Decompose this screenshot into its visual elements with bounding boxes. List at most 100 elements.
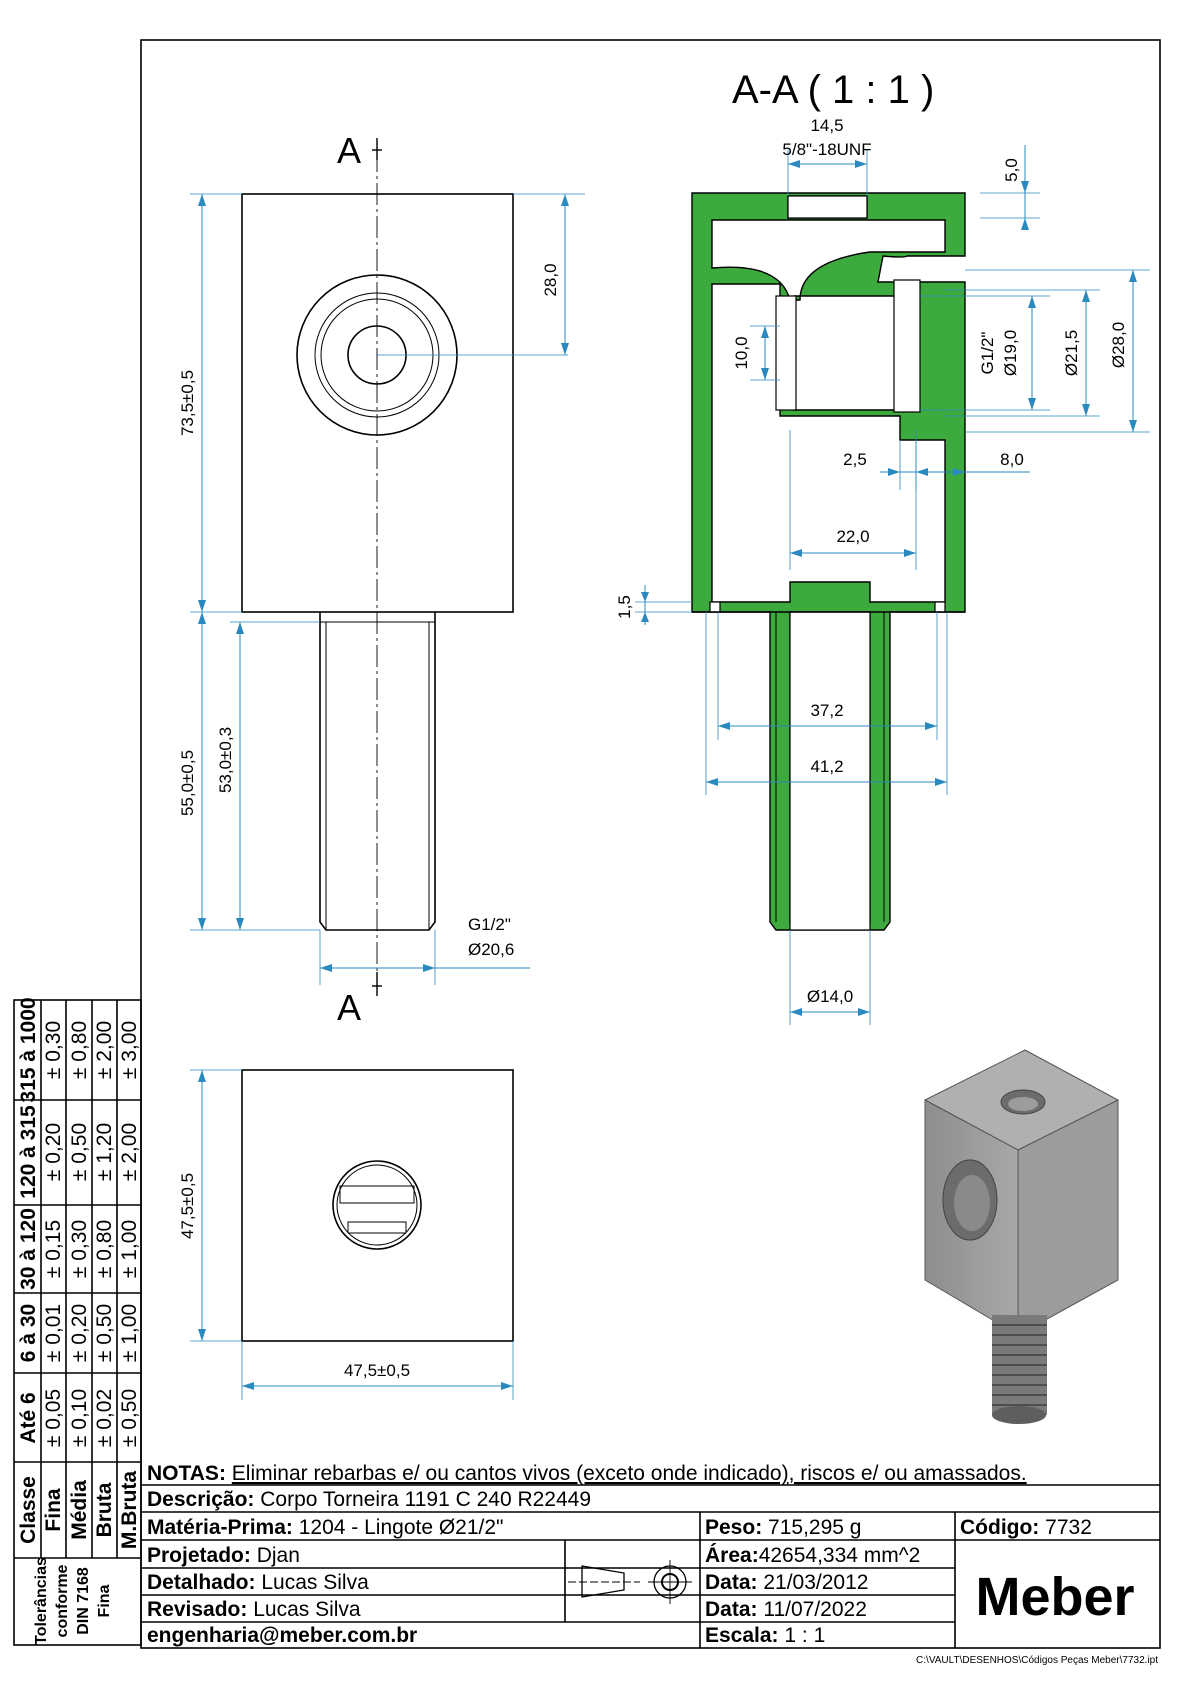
dim-front-53: 53,0±0,3	[216, 727, 235, 793]
escala: Escala: 1 : 1	[705, 1624, 825, 1647]
tol-class-media: Média	[68, 1480, 91, 1540]
tol-cell: ± 1,20	[93, 1123, 116, 1181]
dim-front-total: 73,5±0,5	[178, 370, 197, 436]
tol-class-mbruta: M.Bruta	[118, 1471, 141, 1549]
tol-cell: ± 2,00	[118, 1123, 141, 1181]
tolerance-table: Classe Até 6 6 à 30 30 à 120 120 à 315 3…	[13, 997, 142, 1646]
top-view: 47,5±0,5 47,5±0,5	[178, 1069, 514, 1400]
materia: Matéria-Prima: 1204 - Lingote Ø21/2"	[147, 1516, 504, 1539]
dim-thread-spec: G1/2"	[468, 915, 511, 934]
codigo: Código: 7732	[960, 1516, 1092, 1539]
section-mark-top: A	[337, 130, 361, 171]
inner-bore-step	[775, 295, 797, 411]
tol-class-fina: Fina	[42, 1488, 65, 1531]
dim-sec-10: 10,0	[732, 336, 751, 369]
dim-sec-15: 1,5	[615, 595, 634, 619]
tol-footer-line1: Tolerâncias	[33, 1557, 50, 1645]
dim-arrows	[1021, 181, 1029, 230]
codigo-value: 7732	[1045, 1516, 1092, 1539]
projection-symbol-icon	[568, 1560, 692, 1604]
tol-header-ate6: Até 6	[17, 1392, 40, 1443]
materia-label: Matéria-Prima:	[147, 1516, 293, 1539]
iso-top-hole-inner	[1008, 1097, 1038, 1111]
dim-arrows	[320, 964, 435, 972]
escala-label: Escala:	[705, 1624, 779, 1647]
dim-arrows	[953, 468, 965, 476]
tol-cell: ± 0,30	[68, 1220, 91, 1278]
tol-cell: ± 0,30	[42, 1021, 65, 1079]
tol-class-bruta: Bruta	[93, 1482, 116, 1537]
tol-cell: ± 0,10	[68, 1389, 91, 1447]
dim-thread-dia: Ø20,6	[468, 940, 514, 959]
peso-value: 715,295 g	[768, 1516, 861, 1539]
iso-thread-lines	[992, 1324, 1047, 1406]
detalhado-label: Detalhado:	[147, 1571, 256, 1594]
tol-cell: ± 0,15	[42, 1220, 65, 1278]
tol-cell: ± 0,80	[93, 1220, 116, 1278]
area-label: Área:	[705, 1544, 759, 1567]
data1-value: 21/03/2012	[763, 1571, 868, 1594]
projetado: Projetado: Djan	[147, 1544, 300, 1567]
tol-cell: ± 0,50	[68, 1123, 91, 1181]
revisado-value: Lucas Silva	[253, 1598, 361, 1621]
drawing-frame	[140, 39, 1161, 1649]
title-block: NOTAS: Eliminar rebarbas e/ ou cantos vi…	[141, 1462, 1160, 1648]
dim-sec-50: 5,0	[1002, 158, 1021, 182]
iso-shank-end	[992, 1406, 1046, 1424]
dim-sec-145: 14,5	[810, 116, 843, 135]
tolerance-frame	[13, 999, 142, 1646]
notes-label: NOTAS:	[147, 1462, 226, 1485]
groove-right	[934, 601, 946, 613]
descricao-label: Descrição:	[147, 1488, 254, 1511]
top-hole-slot-1	[339, 1185, 415, 1204]
isometric-view	[923, 1049, 1120, 1424]
top-body	[241, 1069, 514, 1342]
tol-cell: ± 0,80	[68, 1021, 91, 1079]
dim-sec-25: 2,5	[843, 450, 867, 469]
tol-cell: ± 0,20	[42, 1123, 65, 1181]
front-body	[241, 193, 514, 613]
dim-top-h: 47,5±0,5	[178, 1173, 197, 1239]
top-hole-slot-2	[347, 1221, 407, 1234]
tol-cell: ± 1,00	[118, 1220, 141, 1278]
peso-label: Peso:	[705, 1516, 762, 1539]
tol-footer-line2: conforme	[54, 1564, 71, 1637]
dim-sec-22: 22,0	[836, 527, 869, 546]
escala-value: 1 : 1	[784, 1624, 825, 1647]
tol-cell: ± 0,02	[93, 1389, 116, 1447]
materia-value: 1204 - Lingote Ø21/2"	[299, 1516, 504, 1539]
tol-cell: ± 0,50	[93, 1304, 116, 1362]
dim-sec-14: Ø14,0	[807, 987, 853, 1006]
section-view-label: A-A ( 1 : 1 )	[732, 68, 934, 112]
tol-cell: ± 0,50	[118, 1389, 141, 1447]
tol-footer-line3: DIN 7168	[75, 1567, 92, 1635]
dim-top-w: 47,5±0,5	[344, 1361, 410, 1380]
iso-right-face	[1017, 1099, 1119, 1336]
tol-cell: ± 1,00	[118, 1304, 141, 1362]
iso-side-port-inner	[954, 1175, 990, 1231]
outlet-bore	[789, 611, 871, 931]
area: Área:42654,334 mm^2	[705, 1544, 920, 1567]
data1-label: Data:	[705, 1571, 758, 1594]
revisado-label: Revisado:	[147, 1598, 247, 1621]
file-path: C:\VAULT\DESENHOS\Códigos Peças Meber\77…	[916, 1655, 1158, 1666]
dim-front-28: 28,0	[541, 263, 560, 296]
data1: Data: 21/03/2012	[705, 1571, 868, 1594]
detalhado-value: Lucas Silva	[261, 1571, 369, 1594]
top-hole-inner	[336, 1164, 418, 1246]
area-value: 42654,334 mm^2	[759, 1544, 921, 1567]
data2-value: 11/07/2022	[763, 1598, 867, 1621]
unf-thread-hole	[787, 195, 868, 219]
front-shank	[319, 612, 436, 931]
tol-header-315-1000: 315 à 1000	[17, 997, 40, 1102]
tol-header-classe: Classe	[17, 1476, 40, 1544]
dim-front-55: 55,0±0,5	[178, 750, 197, 816]
detalhado: Detalhado: Lucas Silva	[147, 1571, 369, 1594]
data2: Data: 11/07/2022	[705, 1598, 867, 1621]
tol-cell: ± 0,20	[68, 1304, 91, 1362]
tol-header-120-315: 120 à 315	[17, 1105, 40, 1199]
section-mark-bottom: A	[337, 987, 361, 1028]
front-view: A A 73,5±0,5 28,0 55,0±0,5 53,0±0,3 G1/2…	[178, 130, 585, 1028]
notes-text: Eliminar rebarbas e/ ou cantos vivos (ex…	[232, 1462, 1027, 1485]
